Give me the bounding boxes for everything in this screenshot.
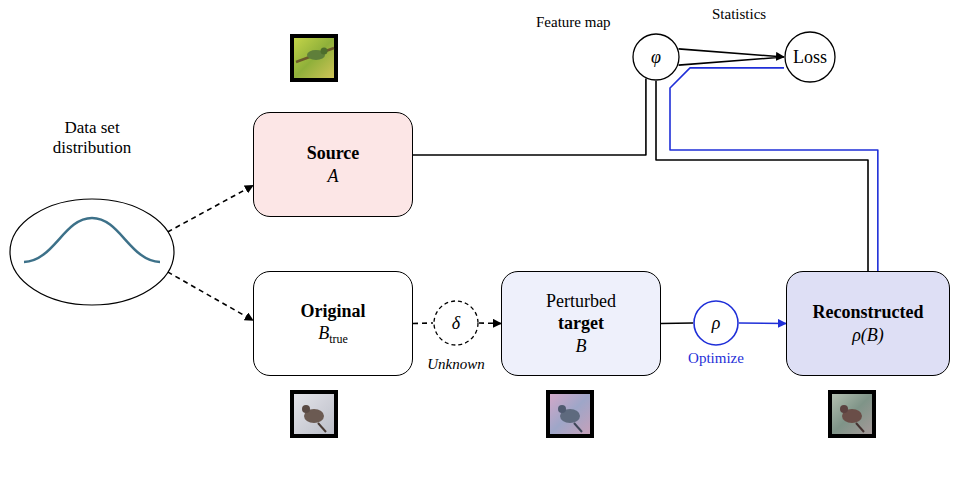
node-text: Original [300,301,365,321]
node-content: Reconstructed ρ(B) [787,272,949,375]
node-text: true [329,332,348,346]
connector [661,322,693,324]
feature-map-circle: φ [632,33,680,81]
node-text: target [558,313,604,333]
node-text: Source [307,143,360,163]
connector [413,322,433,324]
unknown-label: Unknown [427,356,485,373]
text-line: Loss [793,46,827,69]
node-text: Reconstructed [813,302,924,322]
text-line: ρ [712,312,721,335]
node-content: δ [433,300,479,346]
text-line: Reconstructed [813,301,924,324]
gaussian-curve [24,218,160,262]
connector [413,79,646,155]
node-content: φ [632,33,680,81]
connector [168,186,253,233]
text-line: target [558,312,604,335]
distribution-node: Data set distribution [8,118,176,308]
text-line: ρ(B) [852,324,884,347]
source-thumbnail [292,36,336,80]
node-text: δ [452,313,460,333]
node-content: SourceA [254,113,412,216]
text-line: B [576,335,587,358]
connector [679,49,784,65]
circle-outline [694,301,738,345]
node-content: ρ [693,300,739,346]
original-box: OriginalBtrue [253,271,413,376]
edge-label: Statistics [712,6,766,23]
text-line: Original [300,300,365,323]
node-text: ρ [712,313,721,333]
node-content: OriginalBtrue [254,272,412,375]
text-line: Data set distribution [27,118,157,159]
node-text: Loss [793,47,827,67]
transform-circle: ρ [693,300,739,346]
node-text: B [576,336,587,356]
circle-outline [785,32,835,82]
target-thumbnail [548,392,592,436]
source-box: SourceA [253,112,413,217]
node-content: Loss [784,31,836,83]
node-content: Data set distribution [8,118,176,159]
reconstructed-thumbnail [830,392,874,436]
text-line: Perturbed [546,290,616,313]
node-text: B [318,323,329,343]
reconstructed-box: Reconstructed ρ(B) [786,271,950,376]
connector [168,272,253,320]
ellipse-outline [8,198,176,308]
node-text: A [328,166,339,186]
connector [656,81,868,271]
circle-outline [434,301,478,345]
text-line: φ [651,46,661,69]
original-thumbnail [292,392,336,436]
node-text: ρ(B) [852,325,884,345]
ellipse-outline [10,199,174,305]
node-text: Perturbed [546,291,616,311]
feature-map-label: Feature map [536,14,611,31]
connector [739,322,786,324]
connector [479,322,501,324]
optimize-label: Optimize [688,350,744,367]
text-line: Btrue [318,322,348,347]
perturbation-circle: δ [433,300,479,346]
node-text: φ [651,47,661,67]
target-box: PerturbedtargetB [501,271,661,376]
node-text: Data set distribution [27,118,157,159]
circle-outline [633,34,679,80]
loss-circle: Loss [784,31,836,83]
text-line: Source [307,142,360,165]
text-line: A [328,165,339,188]
text-line: δ [452,312,460,335]
node-content: PerturbedtargetB [502,272,660,375]
connector [670,68,878,271]
